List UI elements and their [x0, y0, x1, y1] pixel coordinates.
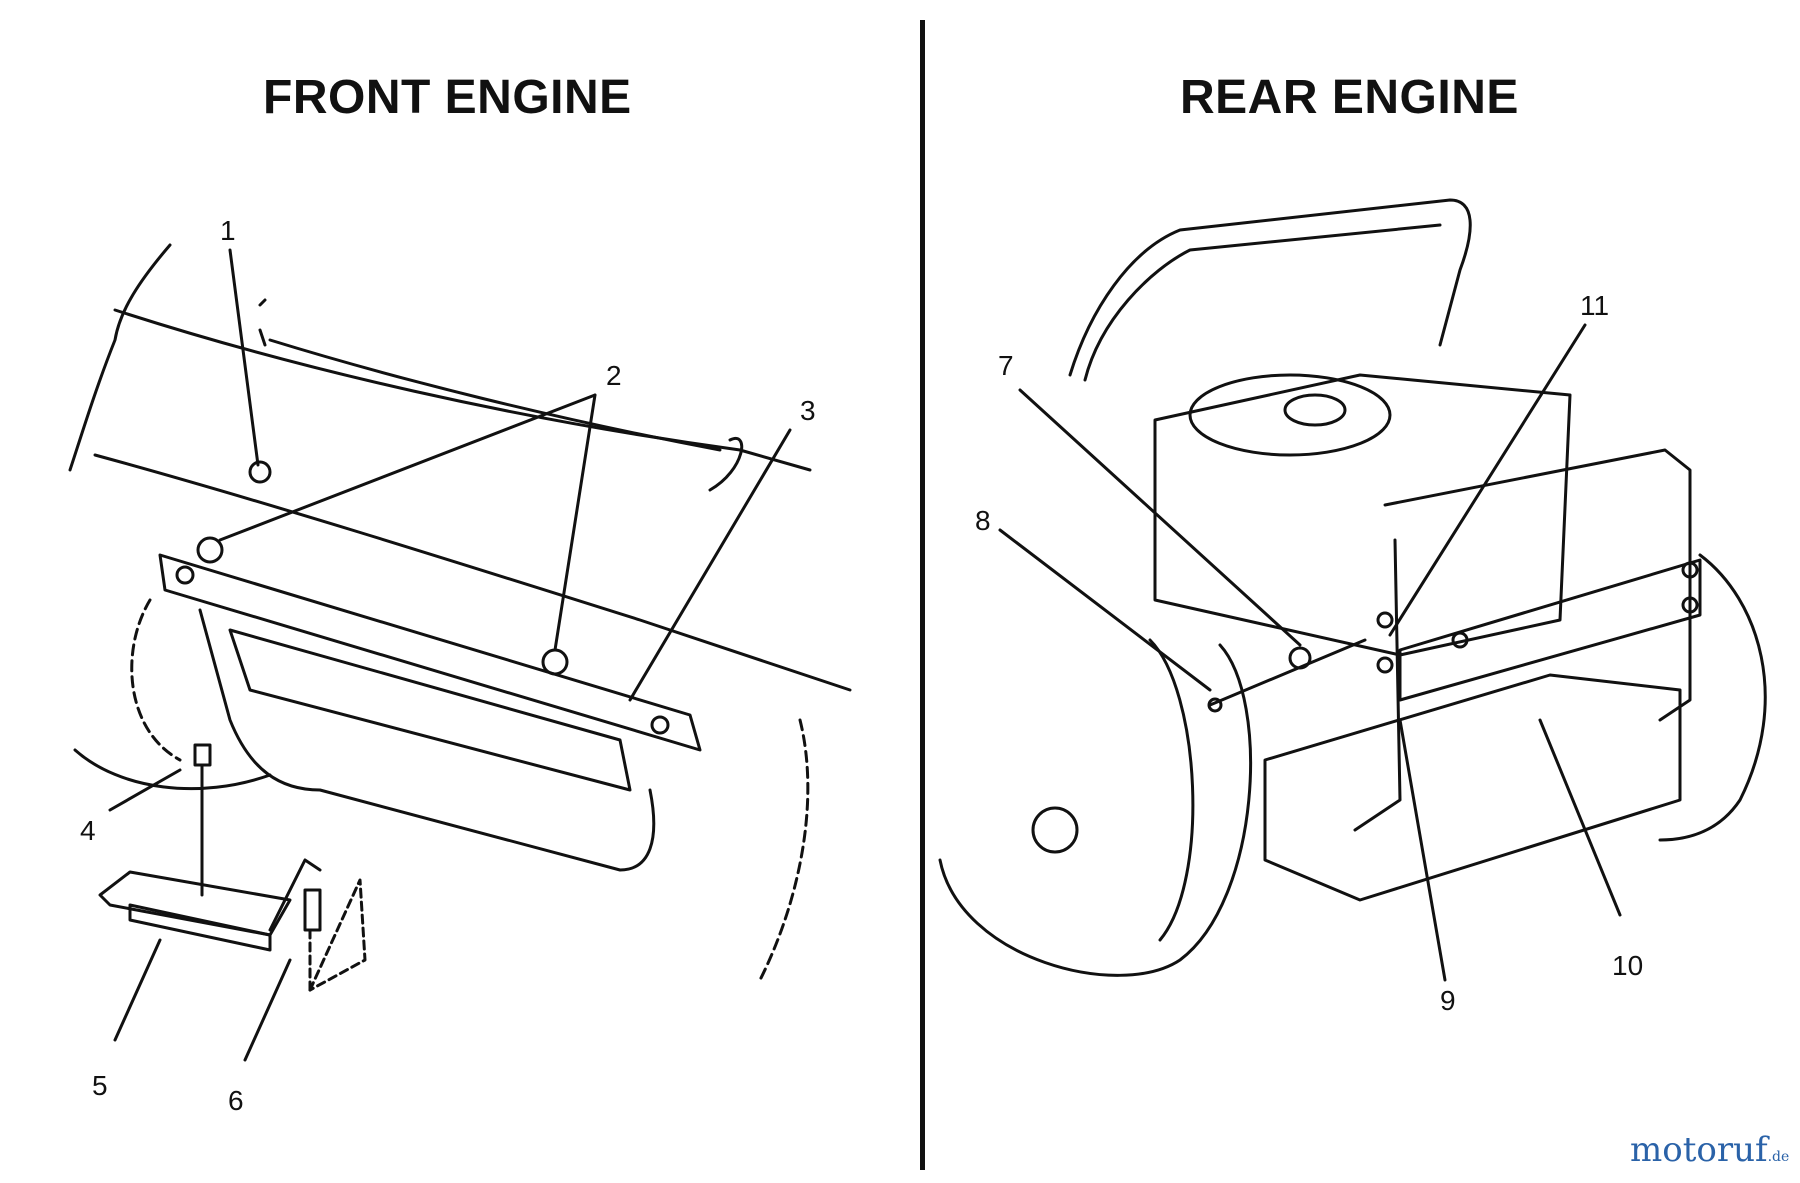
callout-1: 1 [220, 215, 236, 246]
hood-drawing [68, 243, 852, 692]
callout-10: 10 [1612, 950, 1644, 981]
front-engine-panel: FRONT ENGINE [263, 71, 632, 124]
bumper-plate [198, 608, 656, 872]
rear-engine-panel: REAR ENGINE [930, 0, 1800, 1183]
bracket-bar [158, 553, 702, 752]
part-4-bolt [193, 743, 212, 897]
watermark-main: motoruf [1630, 1130, 1768, 1170]
callout-5: 5 [92, 1070, 108, 1101]
callout-8: 8 [975, 505, 991, 536]
seat-drawing [1068, 198, 1472, 382]
callout-11: 11 [1580, 290, 1610, 321]
engine-block [1153, 373, 1572, 657]
callout-6: 6 [228, 1085, 244, 1116]
site-watermark: motoruf.de [1630, 1130, 1789, 1170]
callout-7: 7 [998, 350, 1014, 381]
part-6-pin [303, 888, 322, 992]
watermark-suffix: .de [1767, 1149, 1790, 1165]
front-engine-title: FRONT ENGINE [263, 71, 632, 124]
callout-2: 2 [606, 360, 622, 391]
rear-wheels [938, 553, 1767, 977]
rear-engine-title: REAR ENGINE [1180, 71, 1519, 124]
part-5-plate [98, 858, 322, 952]
panel-divider [920, 20, 925, 1170]
callout-9: 9 [1440, 985, 1456, 1016]
callout-3: 3 [800, 395, 816, 426]
callout-4: 4 [80, 815, 96, 846]
